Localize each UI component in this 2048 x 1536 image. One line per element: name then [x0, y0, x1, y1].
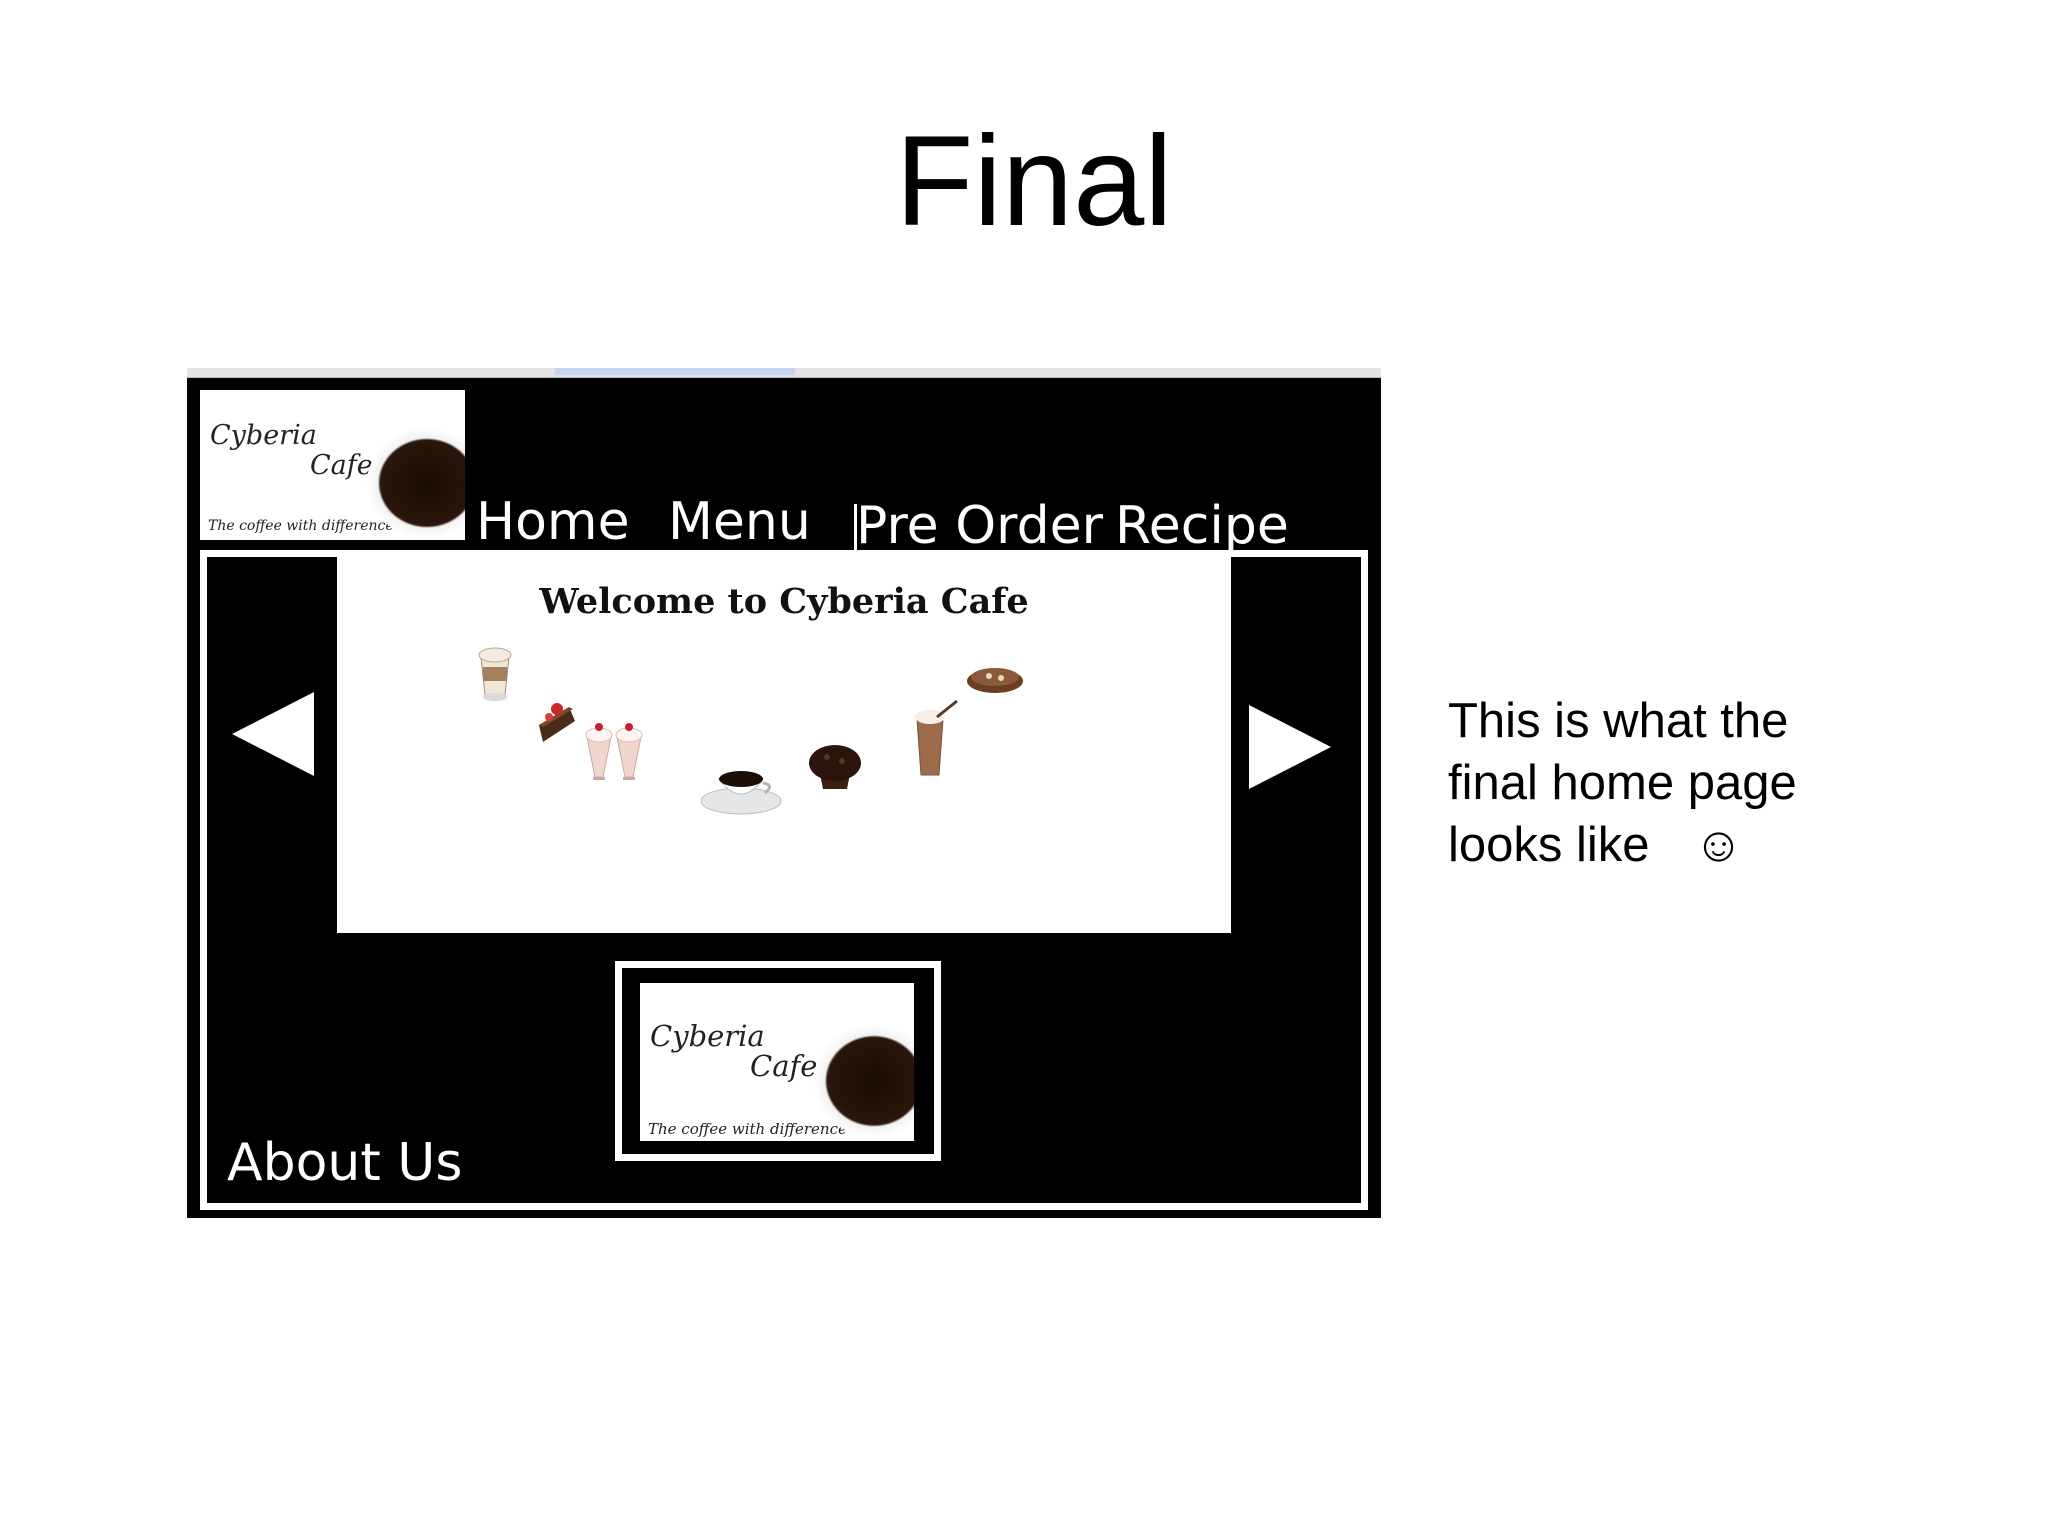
slider-slide: Welcome to Cyberia Cafe	[337, 557, 1231, 933]
content-area: Welcome to Cyberia Cafe	[207, 557, 1361, 1203]
logo-text-cafe: Cafe	[310, 450, 373, 481]
content-border: Welcome to Cyberia Cafe	[200, 550, 1368, 1210]
note-line-1: This is what the	[1448, 694, 1789, 748]
slider-next-button[interactable]	[1231, 557, 1361, 933]
iced-mocha-icon	[915, 699, 958, 776]
slider-heading: Welcome to Cyberia Cafe	[539, 581, 1029, 622]
cookie-icon	[967, 668, 1023, 693]
smiley-icon: ☺	[1693, 818, 1744, 872]
latte-glass-icon	[478, 647, 512, 701]
frame-edge	[187, 1208, 189, 1218]
nav-menu-link[interactable]: Menu	[668, 492, 811, 552]
slider-prev-button[interactable]	[207, 557, 337, 933]
arrow-right-icon	[1249, 705, 1331, 789]
footer-logo-mat: Cyberia Cafe The coffee with difference	[622, 968, 934, 1154]
footer-logo-text-cyberia: Cyberia	[650, 1019, 765, 1053]
note-line-2: final home page	[1448, 756, 1797, 810]
about-us-link[interactable]: About Us	[227, 1133, 463, 1193]
nav-pre-order-link[interactable]: Pre Order	[856, 496, 1103, 556]
note-line-3: looks like ☺	[1448, 814, 1868, 876]
slide-title: Final	[895, 110, 1173, 253]
arrow-left-icon	[232, 692, 314, 776]
food-illustration	[478, 647, 1023, 815]
image-slider: Welcome to Cyberia Cafe	[207, 557, 1361, 933]
milkshakes-icon	[585, 723, 643, 780]
website-screenshot: Cyberia Cafe The coffee with difference …	[187, 368, 1381, 1218]
logo-tagline: The coffee with difference	[208, 518, 394, 534]
logo-text-cyberia: Cyberia	[210, 420, 317, 451]
coffee-cup-icon	[367, 428, 465, 538]
coffee-cup-slide-icon	[700, 771, 782, 815]
muffin-icon	[809, 745, 861, 789]
note-line-3-text: looks like	[1448, 818, 1650, 872]
footer-logo-text-cafe: Cafe	[750, 1049, 818, 1083]
nav-divider	[854, 504, 857, 552]
browser-tab-highlight	[555, 368, 795, 375]
nav-recipe-link[interactable]: Recipe	[1115, 496, 1289, 556]
site-logo[interactable]: Cyberia Cafe The coffee with difference	[200, 390, 465, 540]
slide-note: This is what the final home page looks l…	[1448, 690, 1868, 876]
footer-logo-tagline: The coffee with difference	[648, 1120, 847, 1138]
site-frame: Cyberia Cafe The coffee with difference …	[187, 378, 1381, 1218]
footer-logo: Cyberia Cafe The coffee with difference	[640, 983, 914, 1141]
cake-slice-icon	[539, 703, 575, 742]
footer-area: About Us Cyberia Cafe The coffee with di…	[207, 941, 1361, 1203]
nav-home-link[interactable]: Home	[476, 492, 630, 552]
footer-logo-frame: Cyberia Cafe The coffee with difference	[615, 961, 941, 1161]
footer-coffee-cup-icon	[814, 1025, 914, 1137]
browser-chrome-strip	[187, 368, 1381, 378]
